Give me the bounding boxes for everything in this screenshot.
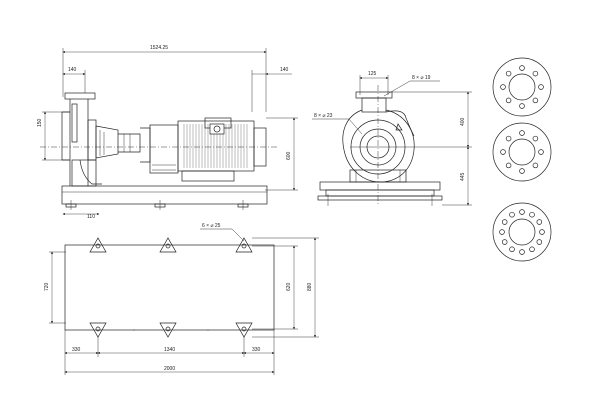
base-offset-label: 110	[87, 214, 95, 220]
overall-width-label: 2000	[164, 366, 175, 372]
front-view: 125 8 × ⌀ 19 8 × ⌀ 23 400	[312, 71, 472, 206]
top-bolts-label: 8 × ⌀ 19	[412, 75, 431, 81]
side-view: 1524.25 140 140 150	[37, 45, 298, 220]
right-offset-label: 140	[280, 67, 289, 73]
flange-detail-1	[492, 57, 552, 117]
depth-outer-label: 880	[307, 282, 313, 291]
depth-inner-label: 720	[44, 282, 50, 291]
flange-detail-2	[492, 122, 552, 182]
top-width-label: 125	[368, 71, 377, 77]
front-height-label: 400	[460, 117, 466, 126]
motor-height-label: 600	[286, 151, 292, 160]
base-plan-view: 6 × ⌀ 25 720 620 880	[44, 223, 319, 375]
overall-length-label: 1524.25	[150, 45, 168, 51]
edge-left-label: 330	[72, 347, 81, 353]
left-offset-label: 140	[68, 67, 77, 73]
edge-right-label: 330	[252, 347, 261, 353]
base-bolts-label: 6 × ⌀ 25	[202, 223, 221, 229]
depth-mid-label: 620	[286, 282, 292, 291]
flange-detail-3	[492, 202, 552, 262]
flange-height-label: 150	[37, 118, 43, 127]
center-span-label: 1340	[164, 347, 175, 353]
side-bolts-label: 8 × ⌀ 23	[314, 113, 333, 119]
center-height-label: 445	[460, 172, 466, 181]
